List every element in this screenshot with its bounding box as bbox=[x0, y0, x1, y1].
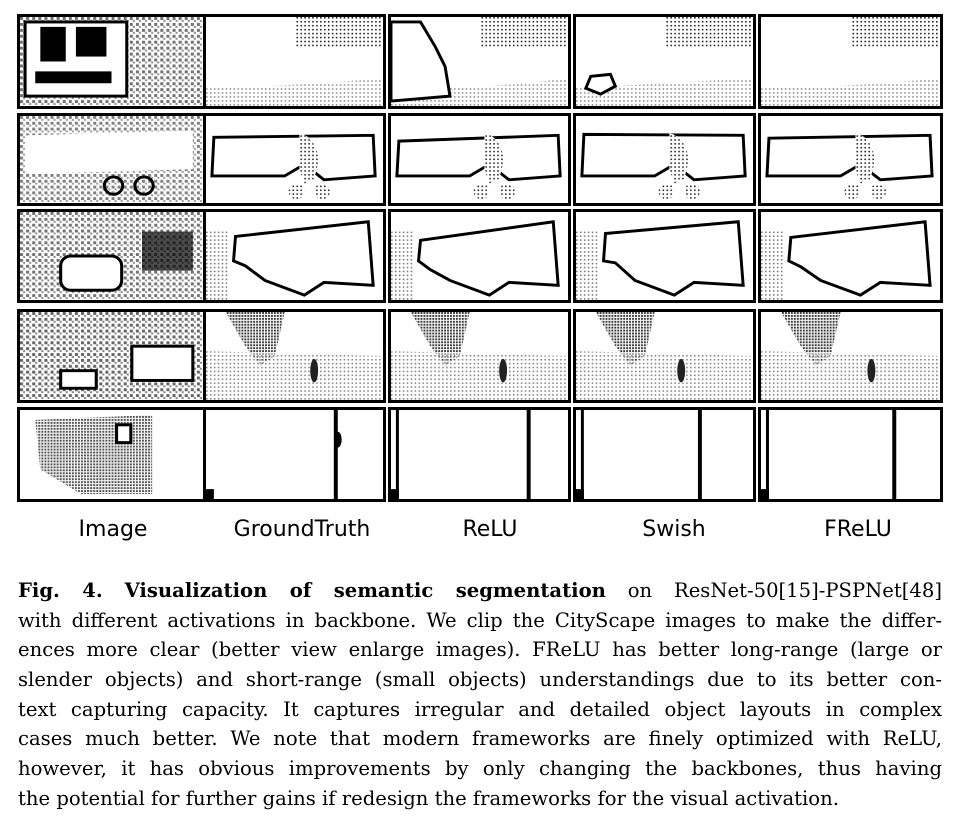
scene-photo bbox=[20, 212, 203, 300]
segmentation-map bbox=[206, 410, 342, 499]
thumbnail-groundtruth-row-5 bbox=[203, 407, 386, 502]
thumbnail-swish-row-2 bbox=[573, 113, 756, 206]
segmentation-map bbox=[576, 410, 702, 499]
scene-photo bbox=[20, 312, 203, 400]
caption-line: text capturing capacity. It captures irr… bbox=[18, 697, 942, 721]
scene-photo bbox=[20, 410, 203, 499]
thumbnail-frelu-row-1 bbox=[758, 14, 943, 109]
thumbnail-frelu-row-5 bbox=[758, 407, 943, 502]
thumbnail-swish-row-3 bbox=[573, 209, 756, 303]
column-label-image: Image bbox=[78, 517, 148, 542]
segmentation-map bbox=[391, 410, 531, 499]
thumbnail-relu-row-5 bbox=[388, 407, 571, 502]
thumbnail-frelu-row-4 bbox=[758, 309, 943, 403]
segmentation-map bbox=[580, 132, 747, 200]
caption-line: with different activations in backbone. … bbox=[18, 608, 942, 632]
caption-line: slender objects) and short-range (small … bbox=[18, 668, 942, 692]
thumbnail-relu-row-2 bbox=[388, 113, 571, 206]
caption-bold-title: Visualization of semantic segmentation bbox=[124, 579, 606, 602]
caption-text: on ResNet-50[15]-PSPNet[48] bbox=[605, 579, 942, 602]
segmentation-map bbox=[206, 220, 375, 300]
column-label-relu: ReLU bbox=[462, 517, 518, 542]
segmentation-map bbox=[395, 133, 562, 200]
thumbnail-image-row-5 bbox=[17, 407, 206, 502]
segmentation-map bbox=[210, 133, 377, 200]
caption-line: cases much better. We note that modern f… bbox=[18, 727, 942, 751]
thumbnail-groundtruth-row-1 bbox=[203, 14, 386, 109]
scene-photo bbox=[20, 17, 203, 106]
column-label-swish: Swish bbox=[642, 517, 706, 542]
caption-line: however, it has obvious improvements by … bbox=[18, 757, 942, 781]
thumbnail-swish-row-1 bbox=[573, 14, 756, 109]
segmentation-map bbox=[391, 17, 568, 106]
scene-photo bbox=[20, 116, 203, 203]
segmentation-map bbox=[765, 133, 934, 200]
caption-line: Fig. 4. Visualization of semantic segmen… bbox=[18, 576, 942, 606]
figure-grid bbox=[17, 14, 947, 502]
figure-caption: Fig. 4. Visualization of semantic segmen… bbox=[18, 576, 942, 814]
caption-line: the potential for further gains if redes… bbox=[18, 786, 839, 810]
column-label-frelu: FReLU bbox=[824, 517, 892, 542]
segmentation-map bbox=[576, 220, 745, 300]
thumbnail-frelu-row-2 bbox=[758, 113, 943, 206]
caption-fig-label: Fig. 4. bbox=[18, 579, 103, 602]
thumbnail-groundtruth-row-3 bbox=[203, 209, 386, 303]
thumbnail-swish-row-4 bbox=[573, 309, 756, 403]
thumbnail-image-row-3 bbox=[17, 209, 206, 303]
thumbnail-swish-row-5 bbox=[573, 407, 756, 502]
thumbnail-groundtruth-row-4 bbox=[203, 309, 386, 403]
thumbnail-image-row-4 bbox=[17, 309, 206, 403]
segmentation-map bbox=[576, 312, 753, 400]
segmentation-map bbox=[761, 17, 940, 106]
segmentation-map bbox=[761, 312, 940, 400]
segmentation-map bbox=[761, 220, 932, 300]
thumbnail-image-row-1 bbox=[17, 14, 206, 109]
thumbnail-image-row-2 bbox=[17, 113, 206, 206]
thumbnail-frelu-row-3 bbox=[758, 209, 943, 303]
segmentation-map bbox=[576, 17, 753, 106]
segmentation-map bbox=[206, 17, 383, 106]
thumbnail-relu-row-1 bbox=[388, 14, 571, 109]
thumbnail-relu-row-4 bbox=[388, 309, 571, 403]
thumbnail-groundtruth-row-2 bbox=[203, 113, 386, 206]
caption-line: ences more clear (better view enlarge im… bbox=[18, 638, 942, 662]
column-label-groundtruth: GroundTruth bbox=[233, 517, 371, 542]
thumbnail-relu-row-3 bbox=[388, 209, 571, 303]
segmentation-map bbox=[391, 312, 568, 400]
segmentation-map bbox=[761, 410, 897, 499]
segmentation-map bbox=[391, 220, 560, 300]
segmentation-map bbox=[206, 312, 383, 400]
